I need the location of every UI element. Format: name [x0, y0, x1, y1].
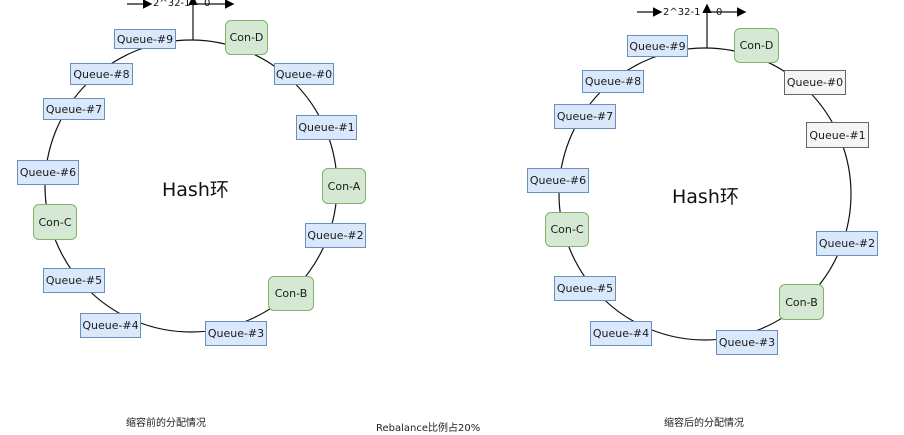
left-queue-9: Queue-#9: [114, 29, 176, 49]
left-queue-8: Queue-#8: [70, 63, 133, 85]
left-consumer-d: Con-D: [225, 20, 268, 55]
right-queue-2: Queue-#2: [816, 231, 878, 256]
right-queue-8: Queue-#8: [582, 70, 644, 93]
left-queue-6: Queue-#6: [17, 160, 79, 185]
left-consumer-a: Con-A: [322, 168, 366, 204]
right-hash-ring: [558, 47, 852, 341]
right-queue-9: Queue-#9: [627, 35, 688, 57]
left-consumer-c: Con-C: [33, 204, 77, 240]
right-axis-max-label: 2^32-1: [663, 7, 701, 18]
right-consumer-c: Con-C: [545, 212, 589, 247]
right-ring-title: Hash环: [672, 186, 739, 208]
right-consumer-d: Con-D: [734, 28, 779, 63]
right-queue-6: Queue-#6: [527, 168, 589, 193]
left-consumer-b: Con-B: [268, 276, 314, 311]
right-queue-7: Queue-#7: [554, 104, 616, 129]
left-caption: 缩容前的分配情况: [126, 418, 206, 429]
left-queue-1: Queue-#1: [296, 115, 357, 140]
right-queue-4: Queue-#4: [590, 321, 652, 346]
right-consumer-b: Con-B: [779, 284, 824, 320]
left-axis-zero-label: 0: [204, 0, 211, 9]
left-queue-0: Queue-#0: [274, 63, 334, 85]
right-caption: 缩容后的分配情况: [664, 418, 744, 429]
left-axis-max-label: 2^32-1: [153, 0, 191, 9]
left-queue-5: Queue-#5: [43, 268, 105, 293]
right-queue-5: Queue-#5: [554, 276, 616, 301]
middle-caption: Rebalance比例占20%: [376, 423, 481, 434]
left-ring-title: Hash环: [162, 179, 229, 201]
left-queue-3: Queue-#3: [205, 321, 267, 346]
left-queue-7: Queue-#7: [43, 98, 105, 120]
left-queue-4: Queue-#4: [80, 313, 141, 338]
right-axis-zero-label: 0: [716, 7, 723, 18]
right-queue-0: Queue-#0: [784, 70, 846, 95]
right-queue-1: Queue-#1: [806, 122, 869, 148]
left-queue-2: Queue-#2: [305, 223, 366, 248]
right-queue-3: Queue-#3: [716, 330, 778, 355]
